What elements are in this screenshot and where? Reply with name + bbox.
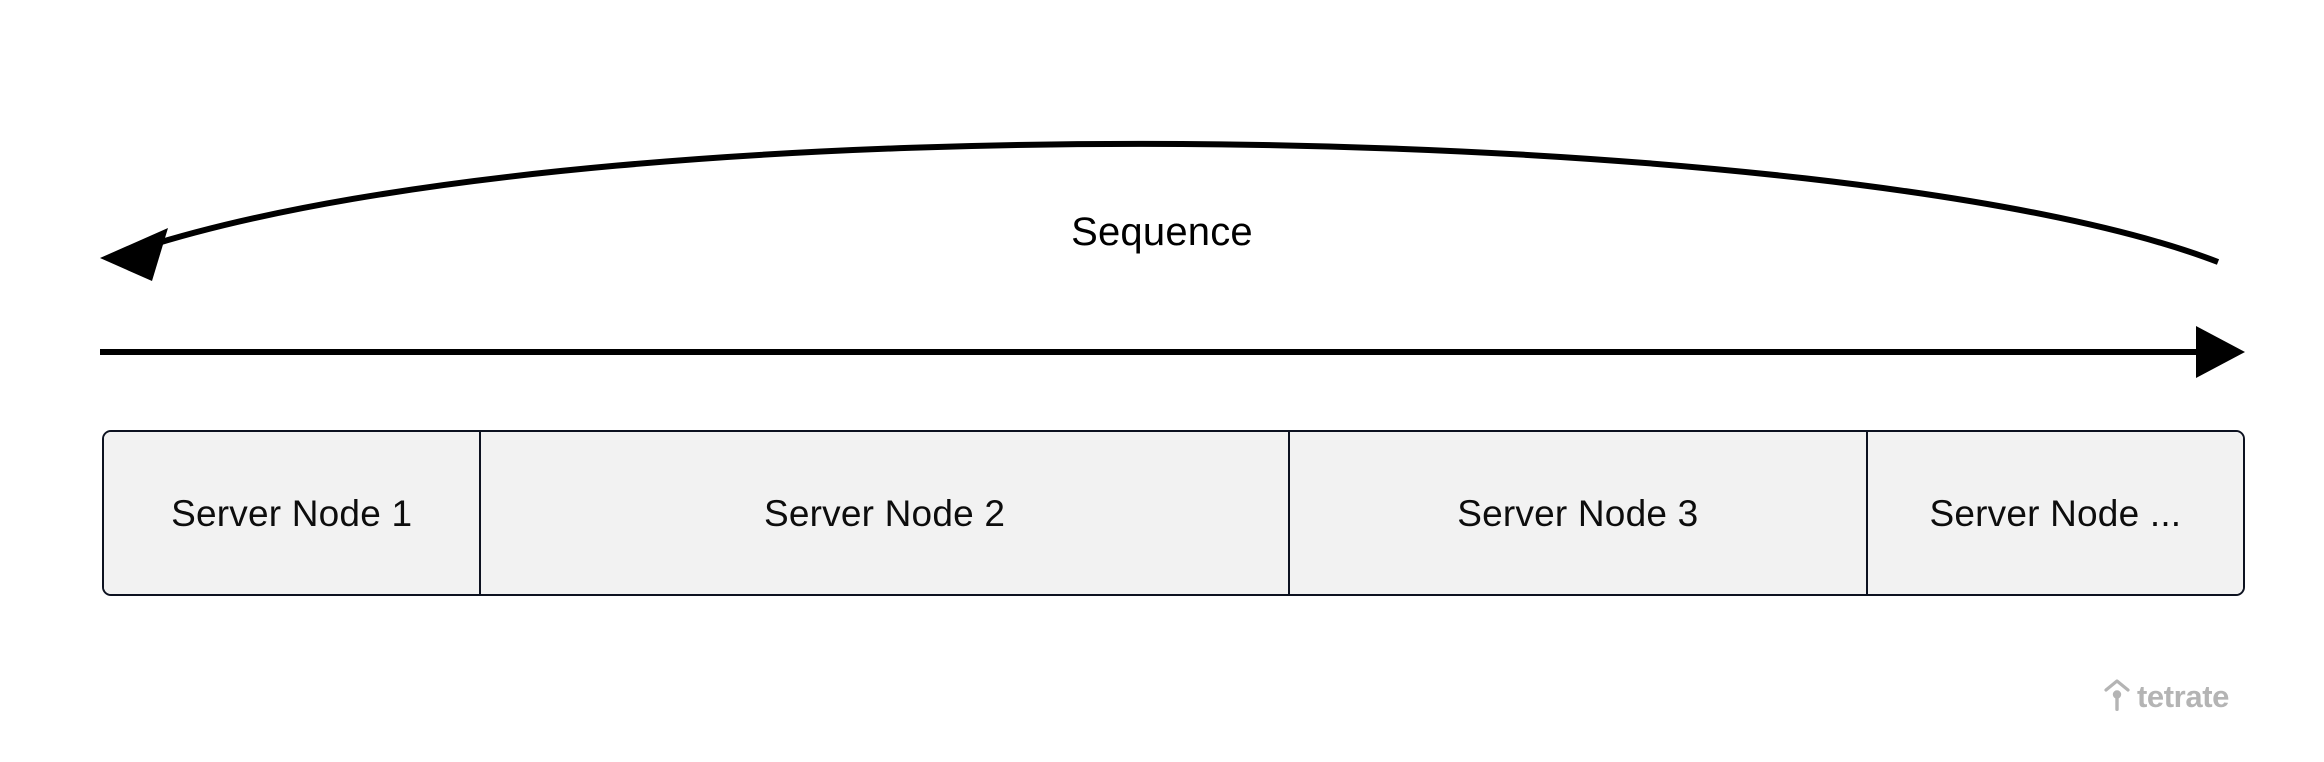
- server-node-label-2: Server Node 2: [763, 492, 1006, 534]
- curved-arrow-head: [100, 228, 168, 281]
- straight-arrow-head: [2196, 326, 2245, 378]
- server-node-cell-2[interactable]: Server Node 2: [481, 432, 1290, 594]
- curved-sequence-arrow: [100, 140, 2220, 281]
- sequence-label: Sequence: [1071, 210, 1253, 254]
- server-node-cell-4[interactable]: Server Node ...: [1867, 432, 2243, 594]
- straight-sequence-arrow: [100, 326, 2245, 378]
- server-node-label-3: Server Node 3: [1457, 492, 1699, 534]
- server-node-cell-1[interactable]: Server Node 1: [104, 432, 482, 594]
- server-node-strip: Server Node 1 Server Node 2 Server Node …: [102, 430, 2245, 596]
- tetrate-arrow-mark-icon: [2104, 679, 2130, 711]
- server-node-label-4: Server Node ...: [1929, 492, 2182, 534]
- server-node-label-1: Server Node 1: [171, 492, 413, 534]
- tetrate-wordmark: tetrate: [2137, 678, 2229, 714]
- server-node-cell-3[interactable]: Server Node 3: [1289, 432, 1868, 594]
- tetrate-logo: tetrate: [2104, 679, 2229, 713]
